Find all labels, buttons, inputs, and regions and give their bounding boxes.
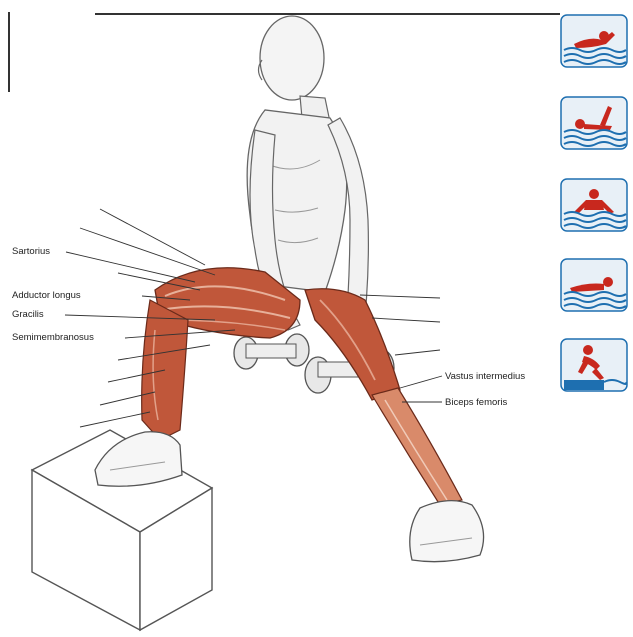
rear-shoe: [410, 501, 484, 562]
backstroke-swimmer-icon: [560, 96, 628, 150]
butterfly-swimmer-icon: [560, 178, 628, 232]
breaststroke-swimmer-icon: [560, 258, 628, 312]
label-adductor-longus: Adductor longus: [12, 290, 81, 301]
label-vastus-intermedius: Vastus intermedius: [445, 371, 525, 382]
label-semimembranosus: Semimembranosus: [12, 332, 94, 343]
freestyle-swimmer-icon: [560, 14, 628, 68]
label-gracilis: Gracilis: [12, 309, 44, 320]
dive-start-swimmer-icon: [560, 338, 628, 392]
head: [259, 16, 331, 122]
label-sartorius: Sartorius: [12, 246, 50, 257]
label-biceps-femoris: Biceps femoris: [445, 397, 507, 408]
